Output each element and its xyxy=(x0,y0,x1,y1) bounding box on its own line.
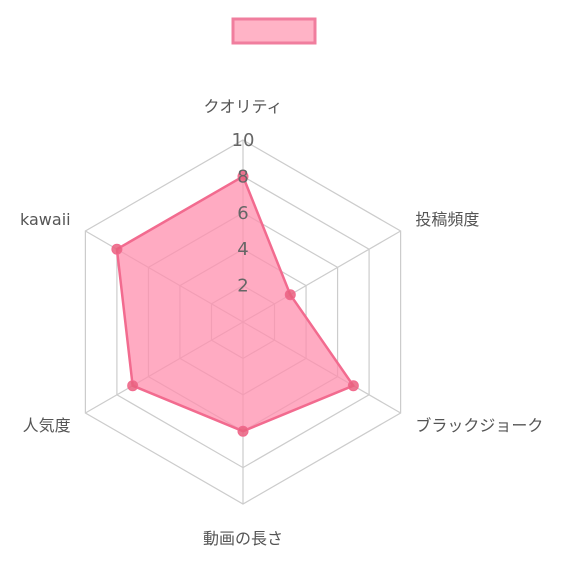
data-point-0[interactable] xyxy=(237,170,249,182)
tick-label-6: 6 xyxy=(237,203,248,224)
axis-label-2: ブラックジョーク xyxy=(415,416,543,435)
data-point-3[interactable] xyxy=(237,425,249,437)
axis-label-1: 投稿頻度 xyxy=(415,210,479,229)
axis-label-4: 人気度 xyxy=(23,416,71,435)
axis-label-0: クオリティ xyxy=(203,97,282,116)
legend[interactable] xyxy=(231,17,317,45)
axis-label-5: kawaii xyxy=(20,210,71,229)
tick-label-8: 8 xyxy=(237,166,248,187)
radar-series xyxy=(111,170,359,437)
series-area-0 xyxy=(115,175,355,433)
tick-label-10: 10 xyxy=(232,130,255,151)
data-point-1[interactable] xyxy=(284,289,296,301)
tick-label-4: 4 xyxy=(237,239,248,260)
radar-tick-labels: 2 4 6 8 10 xyxy=(232,130,255,297)
axis-label-3: 動画の長さ xyxy=(203,529,283,548)
data-point-4[interactable] xyxy=(127,380,139,392)
tick-label-2: 2 xyxy=(237,276,248,297)
legend-swatch[interactable] xyxy=(231,17,317,45)
data-point-5[interactable] xyxy=(111,243,123,255)
data-point-2[interactable] xyxy=(347,380,359,392)
